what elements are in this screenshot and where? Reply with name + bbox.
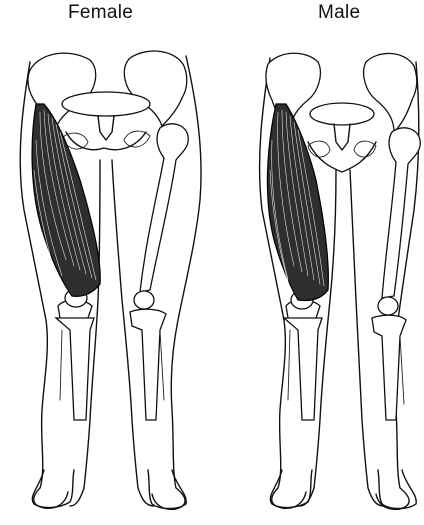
- female-figure: [20, 51, 201, 509]
- male-figure: [260, 53, 421, 509]
- female-pelvic-inlet: [62, 92, 150, 116]
- male-fibula-left: [288, 330, 290, 400]
- female-femur-right: [140, 124, 188, 292]
- female-obturator-right: [124, 131, 150, 147]
- male-pelvis-right-wing: [364, 53, 417, 132]
- male-patella-right: [378, 297, 398, 315]
- male-fibula-right: [400, 336, 404, 404]
- female-pelvis-right-wing: [124, 51, 186, 126]
- female-tibia-right: [130, 309, 166, 420]
- male-body-outline-inner-right: [350, 170, 384, 506]
- male-tibia-right: [372, 315, 406, 420]
- male-quadriceps-muscle: [267, 104, 328, 301]
- female-fibula-right: [160, 330, 164, 400]
- female-foot-right: [148, 470, 186, 509]
- female-sacrum: [98, 116, 114, 140]
- male-femur-right: [382, 128, 420, 298]
- male-foot-right: [378, 470, 416, 509]
- male-pelvic-inlet: [310, 103, 374, 125]
- female-patella-right: [134, 291, 154, 309]
- male-sacrum: [334, 124, 350, 150]
- female-fibula-left: [60, 330, 62, 400]
